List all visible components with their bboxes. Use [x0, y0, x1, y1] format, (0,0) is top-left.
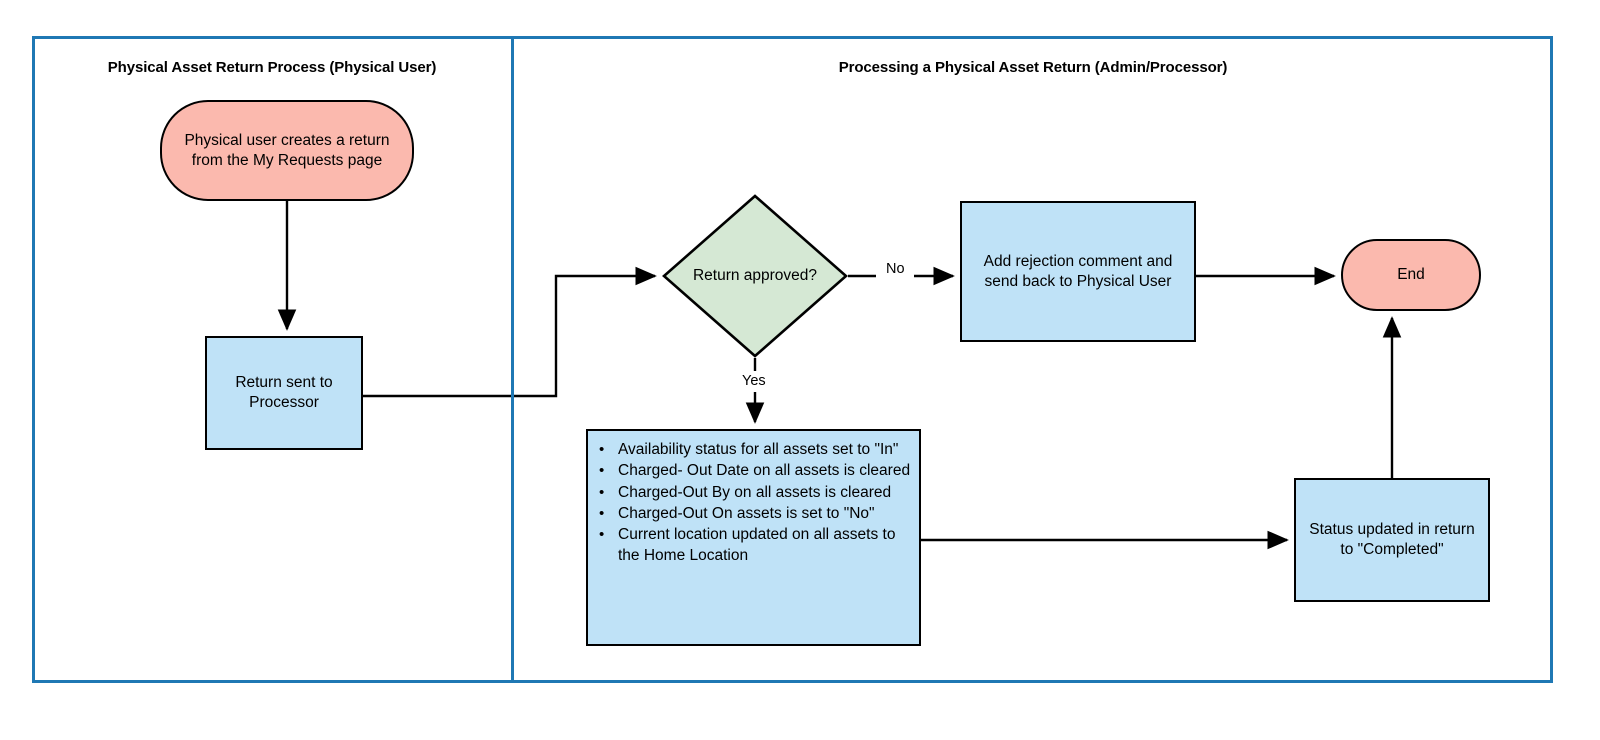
- node-status-updated-completed[interactable]: Status updated in return to "Completed": [1294, 478, 1490, 602]
- node-end-label: End: [1397, 266, 1425, 283]
- asset-update-actions-list: Availability status for all assets set t…: [588, 431, 919, 567]
- lane-title-admin-processor: Processing a Physical Asset Return (Admi…: [838, 59, 1228, 76]
- node-start-physical-user-creates-return[interactable]: Physical user creates a return from the …: [160, 100, 414, 201]
- node-end[interactable]: End: [1341, 239, 1481, 311]
- asset-update-action-item: Charged-Out On assets is set to "No": [599, 503, 911, 525]
- node-asset-update-actions[interactable]: Availability status for all assets set t…: [586, 429, 921, 646]
- node-status-updated-label: Status updated in return to "Completed": [1309, 521, 1475, 558]
- node-add-rejection-comment[interactable]: Add rejection comment and send back to P…: [960, 201, 1196, 342]
- asset-update-action-item: Availability status for all assets set t…: [599, 439, 911, 461]
- node-return-sent-to-processor[interactable]: Return sent to Processor: [205, 336, 363, 450]
- asset-update-action-item: Charged- Out Date on all assets is clear…: [599, 460, 911, 482]
- lane-title-physical-user: Physical Asset Return Process (Physical …: [107, 59, 437, 76]
- node-start-label: Physical user creates a return from the …: [184, 131, 390, 169]
- decision-diamond-shape: [662, 194, 848, 358]
- edge-label-no: No: [884, 261, 907, 277]
- node-decision-return-approved[interactable]: Return approved?: [662, 194, 848, 358]
- swimlane-divider: [511, 36, 514, 683]
- swimlane-frame: [32, 36, 1553, 683]
- node-rejection-label: Add rejection comment and send back to P…: [983, 252, 1173, 290]
- edge-label-yes: Yes: [740, 373, 768, 389]
- node-decision-label: Return approved?: [692, 267, 818, 284]
- node-return-sent-label: Return sent to Processor: [235, 374, 333, 411]
- asset-update-action-item: Current location updated on all assets t…: [599, 524, 911, 567]
- asset-update-action-item: Charged-Out By on all assets is cleared: [599, 482, 911, 504]
- edge-return-sent-to-decision: [363, 266, 657, 398]
